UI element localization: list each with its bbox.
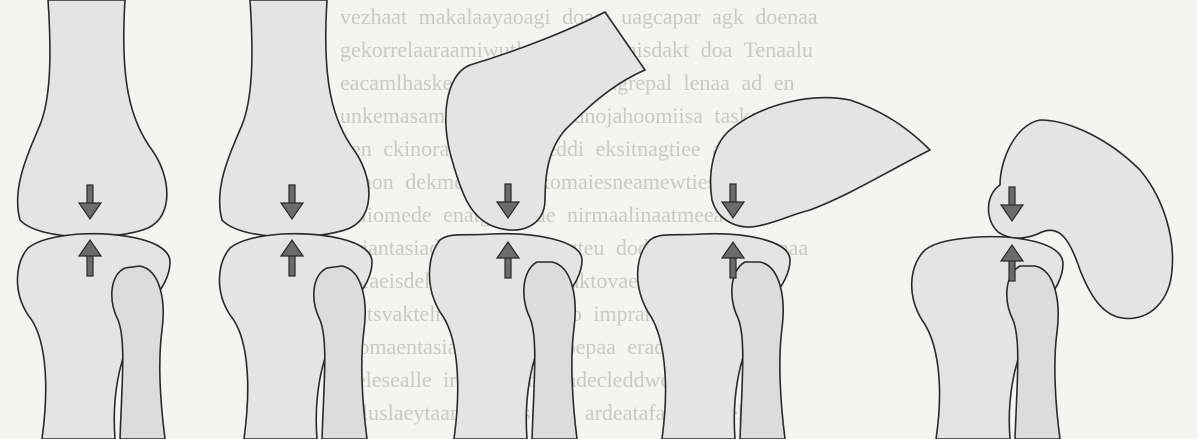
panel-5 <box>912 120 1173 439</box>
panel-4 <box>638 98 930 439</box>
femur-bone-3 <box>446 12 645 230</box>
panel-1 <box>17 0 170 439</box>
panel-3 <box>429 12 645 439</box>
femur-bone-4 <box>711 98 930 227</box>
panel-2 <box>219 0 372 439</box>
